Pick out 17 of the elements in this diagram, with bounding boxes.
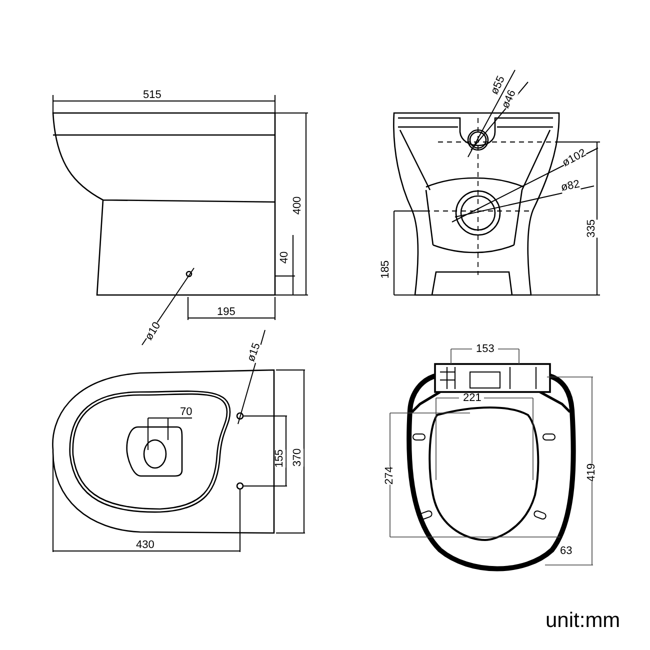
dimension-label: 400: [292, 196, 304, 214]
dimension-label: 370: [292, 448, 304, 466]
dimension-label: 515: [143, 90, 162, 100]
dimension-label: 335: [586, 218, 598, 238]
dimension-label: 185: [380, 260, 392, 278]
dimension-label: 153: [476, 344, 494, 354]
dimension-label: 419: [586, 462, 598, 482]
dimension-label: 63: [560, 546, 572, 556]
dimension-label: 430: [136, 540, 154, 550]
diameter-label: ø82: [560, 178, 580, 194]
dimension-label: 221: [463, 392, 482, 404]
unit-note: unit:mm: [546, 610, 620, 630]
dimension-label: 155: [274, 448, 286, 468]
dimension-label: 40: [280, 250, 291, 264]
dimension-label: 70: [180, 406, 192, 418]
dimension-label: 195: [217, 306, 236, 318]
diameter-label: ø102: [560, 147, 588, 169]
